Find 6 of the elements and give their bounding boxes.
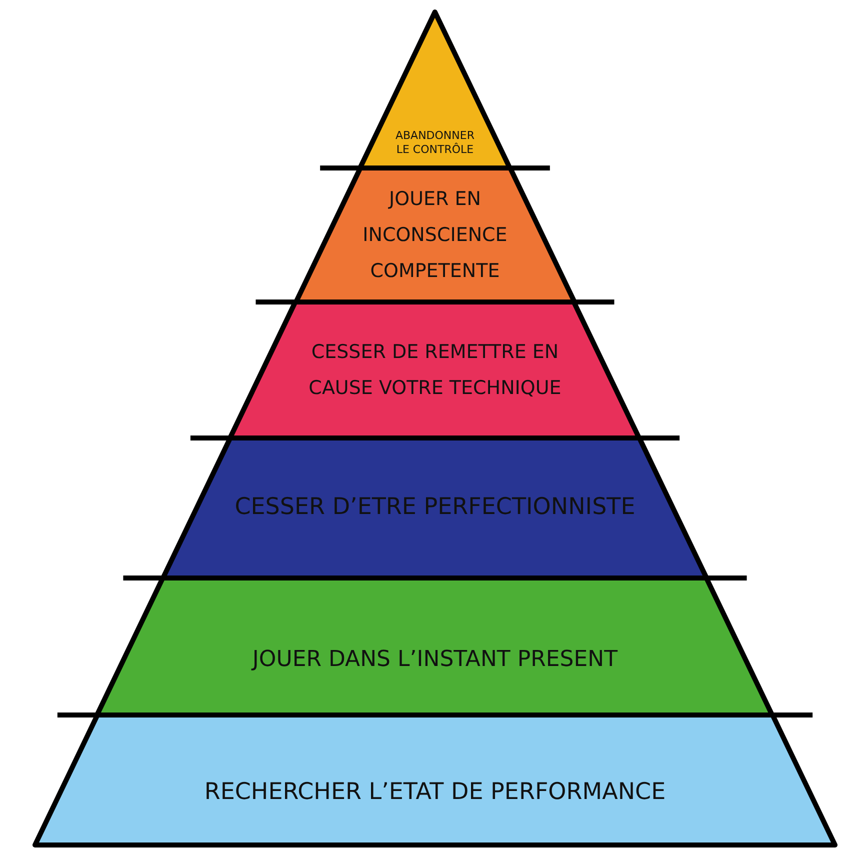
tier-label: ABANDONNER LE CONTRÔLE bbox=[394, 129, 476, 157]
tier-label: JOUER EN INCONSCIENCE COMPETENTE bbox=[362, 186, 508, 284]
tier-label: RECHERCHER L’ETAT DE PERFORMANCE bbox=[204, 778, 666, 808]
tier-label: CESSER DE REMETTRE EN CAUSE VOTRE TECHNIQUE bbox=[308, 340, 562, 401]
tier-label: JOUER DANS L’INSTANT PRESENT bbox=[252, 646, 618, 674]
tier-label: CESSER D’ETRE PERFECTIONNISTE bbox=[234, 493, 636, 522]
